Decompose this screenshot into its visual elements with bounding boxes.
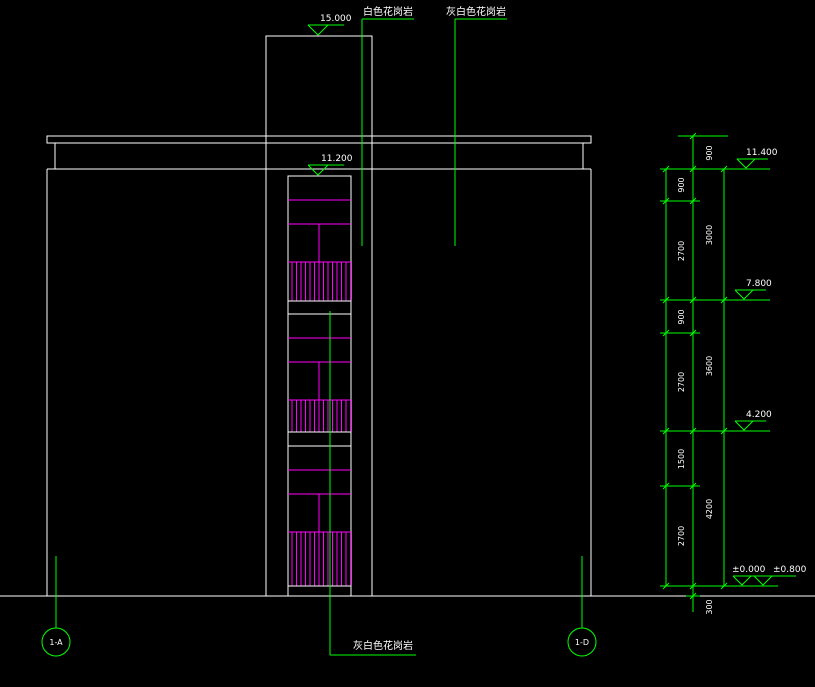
axis-label-left: 1-A [49,638,63,647]
elevation-label-level-1: 4.200 [746,410,772,420]
elevation-marker-level-2: 7.800 [734,279,772,300]
axis-marker-left: 1-A [41,556,71,657]
dimension-total: 4200 [705,499,714,519]
dimension-segment: 300 [705,599,714,614]
dimension-total: 3600 [705,356,714,376]
dimension-segment: 2700 [677,241,686,261]
axis-marker-right: 1-D [567,556,597,657]
dimension-segment: 900 [677,309,686,324]
main-building [46,135,592,596]
dimension-segment: 900 [705,145,714,160]
dimension-total: 3000 [705,225,714,245]
elevation-label-tower-top: 15.000 [320,14,352,24]
elevation-label-roof: 11.400 [746,148,778,158]
note-grey-granite-top: 灰白色花岗岩 [446,5,506,18]
elevation-marker-level-1: 4.200 [734,410,772,431]
leader-white-granite: 白色花岗岩 [361,5,414,246]
dimension-chain: 900 900 2700 900 2700 1500 2700 300 3000… [660,132,778,615]
elevation-label-window-top: 11.200 [321,154,353,164]
axis-label-right: 1-D [575,638,589,647]
note-grey-granite-bottom: 灰白色花岗岩 [353,639,413,652]
elevation-marker-window-top: 11.200 [307,154,353,176]
dimension-segment: 1500 [677,449,686,469]
dimension-segment: 2700 [677,526,686,546]
window-frame [287,175,352,597]
elevation-marker-roof: 11.400 [736,148,778,169]
elevation-marker-ground: ±0.000 ±0.800 [732,565,807,586]
elevation-marker-tower-top: 15.000 [307,14,352,36]
elevation-label-level-2: 7.800 [746,279,772,289]
note-white-granite: 白色花岗岩 [363,5,413,18]
leader-grey-granite-bottom: 灰白色花岗岩 [329,311,416,656]
elevation-label-ground: ±0.000 [732,565,766,575]
dimension-segment: 900 [677,177,686,192]
elevation-label-ground-alt: ±0.800 [773,565,807,575]
leader-grey-granite-top: 灰白色花岗岩 [446,5,507,246]
dimension-segment: 2700 [677,372,686,392]
roof-slab [46,135,592,144]
window-strip [287,175,352,597]
